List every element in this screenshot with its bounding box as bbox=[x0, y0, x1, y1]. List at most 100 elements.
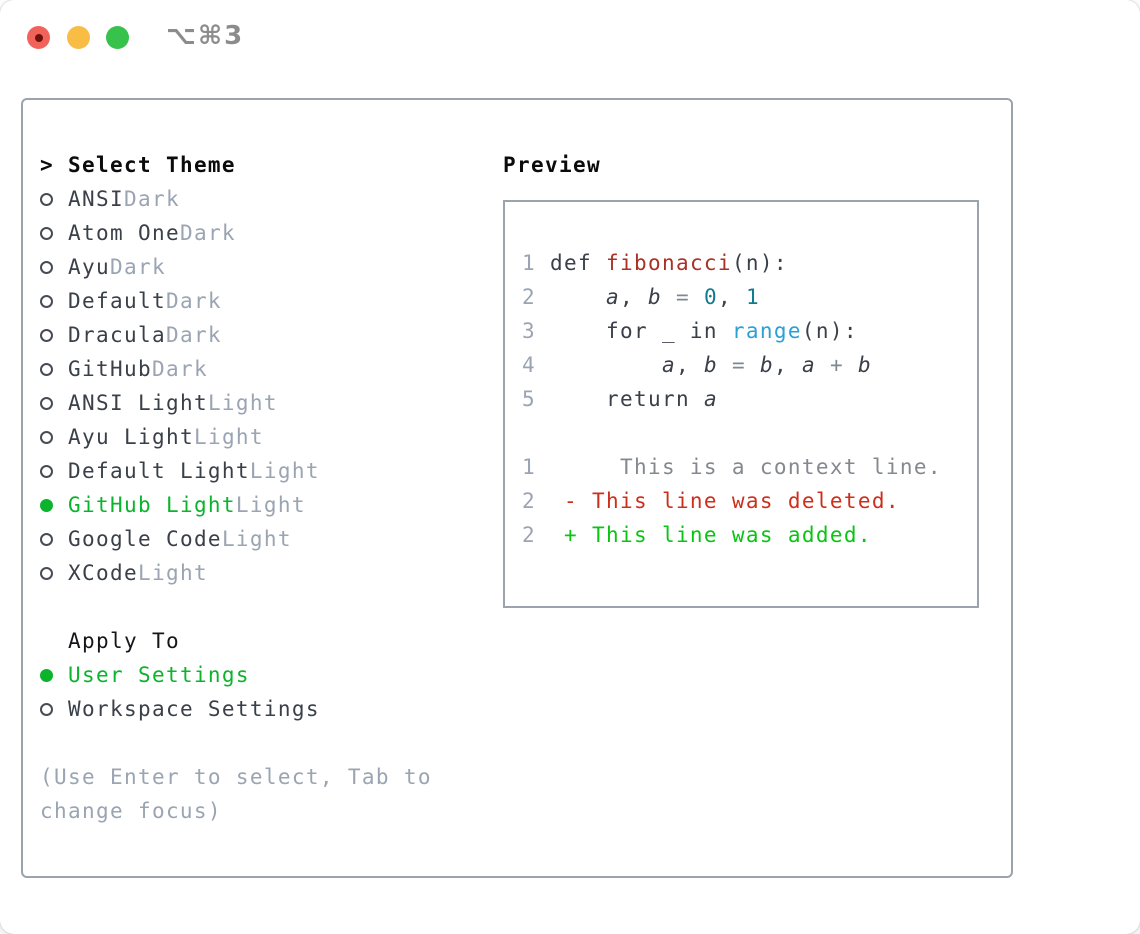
code-token: = bbox=[731, 353, 746, 377]
apply-option-label: User Settings bbox=[68, 663, 250, 687]
theme-variant: Light bbox=[207, 391, 278, 415]
code-token: 0 bbox=[703, 285, 718, 309]
code-line bbox=[522, 421, 977, 455]
code-line: 2 + This line was added. bbox=[522, 523, 977, 557]
line-number: 5 bbox=[522, 387, 550, 411]
apply-to-header: Apply To bbox=[68, 629, 180, 653]
title-bar: ⌥⌘3 bbox=[0, 0, 1140, 72]
preview-header: Preview bbox=[503, 153, 601, 177]
code-token: b bbox=[759, 353, 774, 377]
prompt-icon: > bbox=[40, 153, 54, 177]
radio-icon bbox=[40, 498, 53, 512]
close-button[interactable] bbox=[27, 26, 50, 49]
code-token: + This line was added. bbox=[550, 523, 872, 547]
code-token: a bbox=[661, 353, 676, 377]
theme-variant: Light bbox=[137, 561, 208, 585]
code-token bbox=[662, 285, 676, 309]
line-number: 2 bbox=[522, 523, 550, 547]
minimize-button[interactable] bbox=[67, 26, 90, 49]
radio-icon bbox=[40, 464, 53, 478]
code-token: range bbox=[731, 319, 802, 343]
theme-name: Default Light bbox=[68, 459, 250, 483]
theme-name: Dracula bbox=[68, 323, 166, 347]
theme-option-atom-one[interactable]: Atom One Dark bbox=[40, 216, 460, 250]
line-number: 4 bbox=[522, 353, 550, 377]
theme-variant: Dark bbox=[109, 255, 166, 279]
theme-option-google-code[interactable]: Google Code Light bbox=[40, 522, 460, 556]
code-token: 1 bbox=[745, 285, 760, 309]
code-token: for _ in bbox=[550, 319, 732, 343]
code-token: b bbox=[647, 285, 662, 309]
theme-name: Default bbox=[68, 289, 166, 313]
apply-option-user-settings[interactable]: User Settings bbox=[40, 658, 460, 692]
theme-name: ANSI Light bbox=[68, 391, 208, 415]
radio-icon bbox=[40, 260, 53, 274]
code-token: a bbox=[605, 285, 620, 309]
code-token bbox=[690, 285, 704, 309]
theme-name: XCode bbox=[68, 561, 138, 585]
line-number: 2 bbox=[522, 489, 550, 513]
code-token: , bbox=[773, 353, 802, 377]
theme-name: Google Code bbox=[68, 527, 222, 551]
code-token: (n): bbox=[801, 319, 858, 343]
code-token bbox=[718, 353, 732, 377]
preview-column: Preview 1 def fibonacci(n):2 a, b = 0, 1… bbox=[503, 100, 979, 608]
radio-icon bbox=[40, 668, 53, 682]
theme-variant: Light bbox=[235, 493, 306, 517]
code-token: def bbox=[550, 251, 606, 275]
line-number: 1 bbox=[522, 251, 550, 275]
theme-name: ANSI bbox=[68, 187, 124, 211]
maximize-button[interactable] bbox=[106, 26, 129, 49]
radio-icon bbox=[40, 294, 53, 308]
line-number: 3 bbox=[522, 319, 550, 343]
code-token bbox=[816, 353, 830, 377]
theme-variant: Dark bbox=[123, 187, 180, 211]
theme-option-ayu[interactable]: Ayu Dark bbox=[40, 250, 460, 284]
theme-option-ansi-light[interactable]: ANSI Light Light bbox=[40, 386, 460, 420]
apply-option-label: Workspace Settings bbox=[68, 697, 320, 721]
theme-option-github[interactable]: GitHub Dark bbox=[40, 352, 460, 386]
theme-variant: Light bbox=[193, 425, 264, 449]
theme-option-ayu-light[interactable]: Ayu Light Light bbox=[40, 420, 460, 454]
theme-option-ansi[interactable]: ANSI Dark bbox=[40, 182, 460, 216]
theme-name: Ayu Light bbox=[68, 425, 194, 449]
theme-option-xcode[interactable]: XCode Light bbox=[40, 556, 460, 590]
radio-icon bbox=[40, 192, 53, 206]
code-token: , bbox=[717, 285, 746, 309]
theme-variant: Light bbox=[249, 459, 320, 483]
code-token bbox=[550, 285, 606, 309]
radio-icon bbox=[40, 396, 53, 410]
code-token bbox=[844, 353, 858, 377]
code-token bbox=[746, 353, 760, 377]
line-number: 2 bbox=[522, 285, 550, 309]
code-token: , bbox=[675, 353, 704, 377]
code-token: - This line was deleted. bbox=[550, 489, 900, 513]
code-line: 2 a, b = 0, 1 bbox=[522, 285, 977, 319]
code-token: a bbox=[801, 353, 816, 377]
select-theme-title: Select Theme bbox=[68, 153, 236, 177]
theme-option-github-light[interactable]: GitHub Light Light bbox=[40, 488, 460, 522]
theme-name: GitHub Light bbox=[68, 493, 236, 517]
code-token: fibonacci bbox=[605, 251, 732, 275]
hint-text: (Use Enter to select, Tab to change focu… bbox=[40, 765, 432, 823]
code-token: + bbox=[829, 353, 844, 377]
code-line: 5 return a bbox=[522, 387, 977, 421]
theme-variant: Dark bbox=[179, 221, 236, 245]
theme-option-default-light[interactable]: Default Light Light bbox=[40, 454, 460, 488]
radio-icon bbox=[40, 566, 53, 580]
theme-option-dracula[interactable]: Dracula Dark bbox=[40, 318, 460, 352]
radio-icon bbox=[40, 532, 53, 546]
theme-variant: Dark bbox=[165, 289, 222, 313]
code-token: This is a context line. bbox=[550, 455, 942, 479]
code-line: 1 def fibonacci(n): bbox=[522, 251, 977, 285]
window-title: ⌥⌘3 bbox=[166, 21, 245, 51]
radio-icon bbox=[40, 430, 53, 444]
apply-option-workspace-settings[interactable]: Workspace Settings bbox=[40, 692, 460, 726]
radio-icon bbox=[40, 702, 53, 716]
theme-option-default[interactable]: Default Dark bbox=[40, 284, 460, 318]
